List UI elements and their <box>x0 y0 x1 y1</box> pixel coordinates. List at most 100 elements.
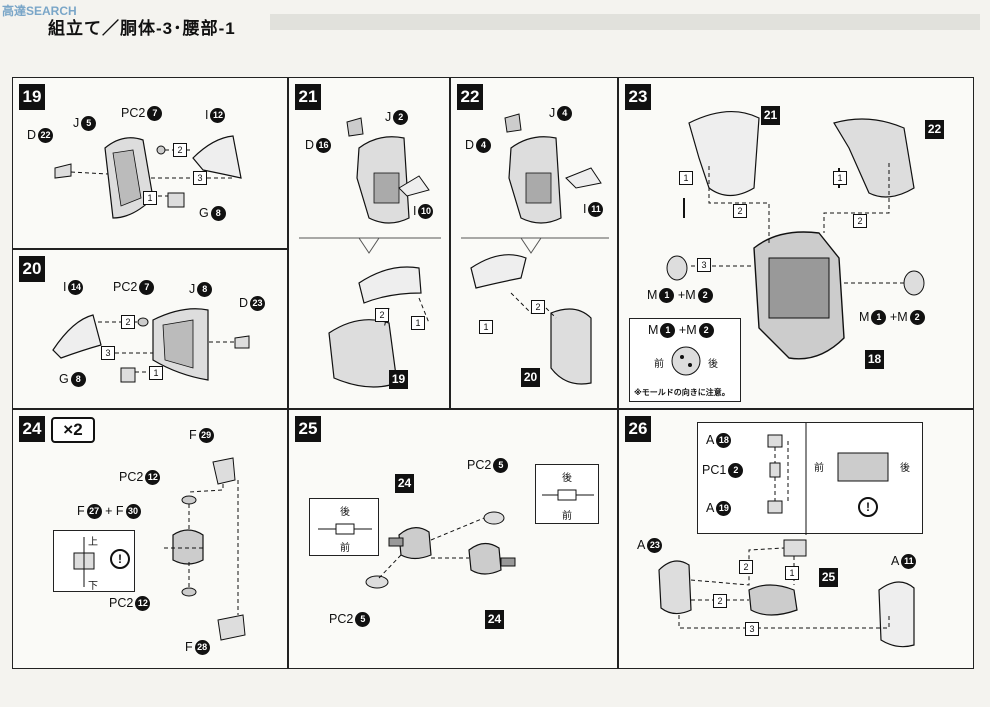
order-marker-3: 3 <box>193 171 207 185</box>
back-label: 後 <box>340 507 350 518</box>
order-marker-2: 2 <box>739 560 753 574</box>
direction-callout: 上 下 ! <box>53 530 135 592</box>
step-25-parts-drawing <box>365 511 516 589</box>
part-number: 16 <box>316 138 332 154</box>
part-letter: A <box>637 538 646 552</box>
warning-icon: ! <box>110 549 130 569</box>
front-label: 前 <box>340 543 350 554</box>
order-marker-2-lower: 2 <box>713 594 727 608</box>
front-label: 前 <box>562 511 572 522</box>
part-letter: A <box>891 554 900 568</box>
part-number: 4 <box>557 106 573 122</box>
part-number: 5 <box>81 116 97 132</box>
ref-step-18: 18 <box>865 350 884 369</box>
part-number: 11 <box>588 202 604 218</box>
part-letter: M <box>897 310 908 324</box>
orientation-callout-left: 後 前 <box>309 498 379 556</box>
step-number: 22 <box>457 84 483 110</box>
order-marker-1: 1 <box>143 191 157 205</box>
mold-part-drawing <box>671 346 701 376</box>
back-label: 後 <box>708 359 718 370</box>
order-marker-2: 2 <box>375 308 389 322</box>
order-marker-1: 1 <box>679 171 693 185</box>
orientation-part-drawing <box>542 489 594 501</box>
part-number: 1 <box>871 310 887 326</box>
step-22-parts-drawing <box>461 113 609 385</box>
part-letter: I <box>205 108 209 122</box>
part-number: 27 <box>86 504 102 520</box>
ref-step-24-bottom: 24 <box>485 610 504 629</box>
header-band <box>270 14 980 30</box>
step-number: 24 <box>19 416 45 442</box>
part-number: 1 <box>660 323 676 339</box>
part-number: 30 <box>125 504 141 520</box>
page-title: 組立て／胴体-3･腰部-1 <box>48 19 236 38</box>
part-letter: D <box>27 128 37 142</box>
ref-step-22: 22 <box>925 120 944 139</box>
order-marker-3: 3 <box>697 258 711 272</box>
order-marker-2: 2 <box>121 315 135 329</box>
order-marker-1: 1 <box>149 366 163 380</box>
part-letter: PC2 <box>121 106 146 120</box>
step-24-parts-drawing <box>163 457 246 641</box>
step-number: 19 <box>19 84 45 110</box>
part-number: 5 <box>493 458 509 474</box>
ref-step-25: 25 <box>819 568 838 587</box>
part-letter: PC2 <box>119 470 144 484</box>
step-20-parts-drawing <box>52 308 250 383</box>
part-number: 4 <box>476 138 492 154</box>
part-letter: D <box>239 296 249 310</box>
part-letter: I <box>583 202 587 216</box>
orientation-part-drawing <box>318 523 372 535</box>
part-letter: J <box>549 106 556 120</box>
orientation-callout-right: 後 前 <box>535 464 599 524</box>
order-marker-2: 2 <box>733 204 747 218</box>
back-label: 後 <box>562 473 572 484</box>
step-19-parts-drawing <box>54 135 242 219</box>
part-number: 2 <box>698 323 714 339</box>
order-marker-1: 1 <box>479 320 493 334</box>
order-marker-3: 3 <box>101 346 115 360</box>
part-letter: M <box>685 288 696 302</box>
part-number: 11 <box>901 554 917 570</box>
part-number: 12 <box>210 108 226 124</box>
part-letter: PC1 <box>702 463 727 477</box>
part-letter: J <box>189 282 196 296</box>
part-letter: I <box>63 280 67 294</box>
part-number: 8 <box>197 282 213 298</box>
step-number: 25 <box>295 416 321 442</box>
part-letter: D <box>465 138 475 152</box>
part-letter: PC2 <box>467 458 492 472</box>
part-number: 28 <box>194 640 210 656</box>
plus-sign: + <box>889 310 898 324</box>
ref-step-20: 20 <box>521 368 540 387</box>
plus-sign: + <box>105 504 113 518</box>
part-number: 1 <box>659 288 675 304</box>
part-number: 2 <box>393 110 409 126</box>
